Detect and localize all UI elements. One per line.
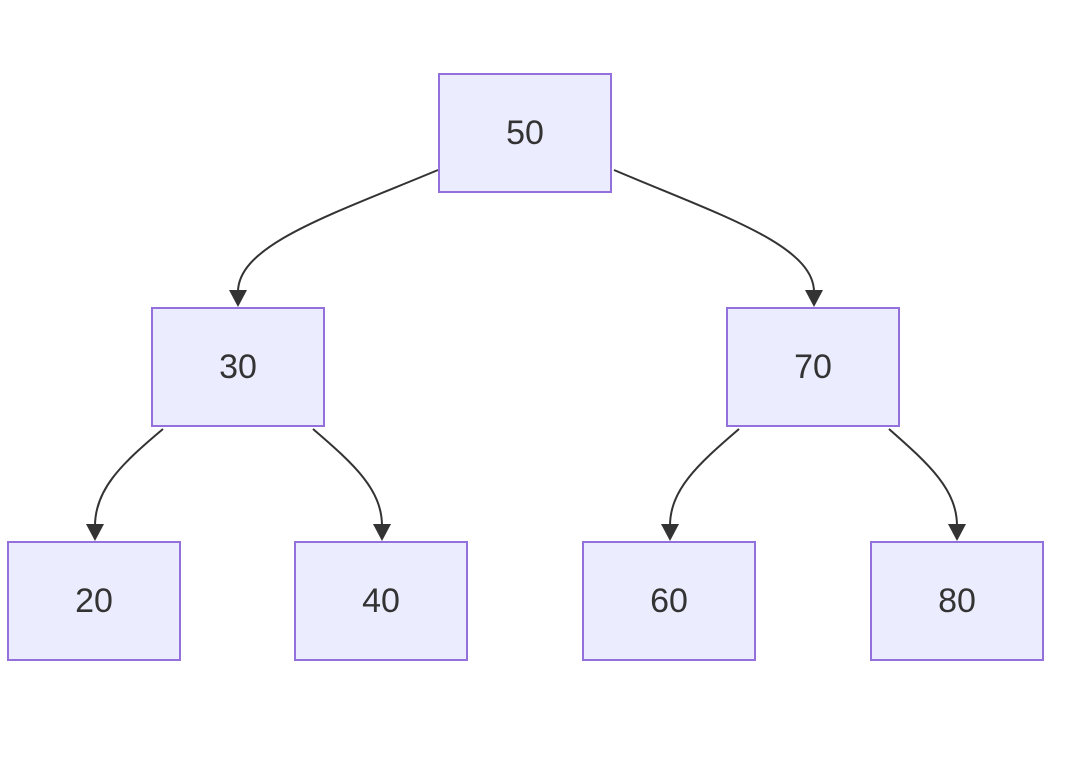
tree-node-40: 40 [294,541,468,661]
arrowhead-70 [805,290,823,307]
tree-node-20: 20 [7,541,181,661]
arrowhead-60 [661,524,679,541]
arrowhead-40 [373,524,391,541]
tree-node-70: 70 [726,307,900,427]
edge-70-80 [888,428,958,527]
arrowhead-30 [229,290,247,307]
tree-node-50: 50 [438,73,612,193]
edge-30-40 [312,428,383,527]
tree-node-30: 30 [151,307,325,427]
edge-70-60 [669,428,740,527]
arrowhead-80 [948,524,966,541]
edge-50-70 [613,169,815,293]
tree-node-80: 80 [870,541,1044,661]
arrowhead-20 [86,524,104,541]
tree-node-60: 60 [582,541,756,661]
edge-50-30 [237,169,439,293]
edge-30-20 [94,428,164,527]
